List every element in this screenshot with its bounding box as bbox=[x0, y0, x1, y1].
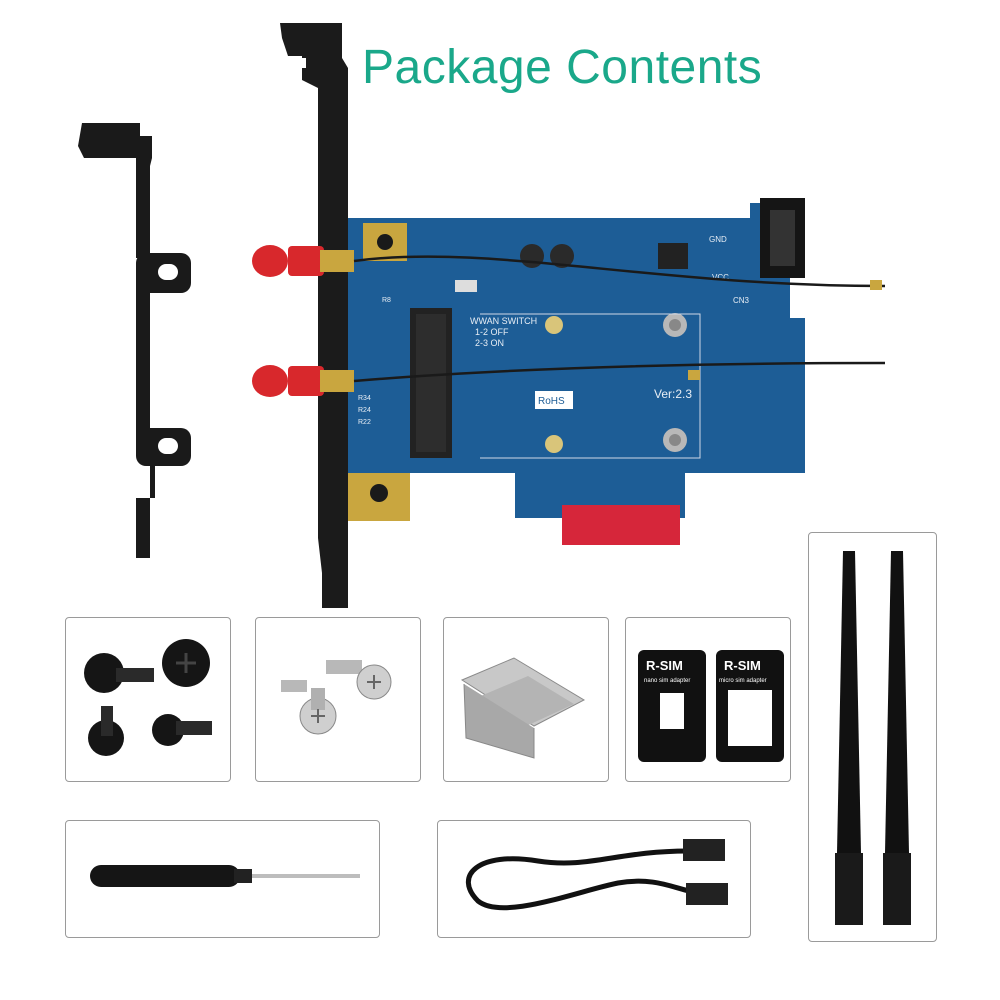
pcie-adapter-card: WWAN SWITCH 1-2 OFF 2-3 ON RoHS Ver:2.3 … bbox=[252, 23, 886, 608]
header-cable-panel bbox=[437, 820, 751, 938]
low-profile-bracket bbox=[78, 123, 191, 558]
connector-label: CN3 bbox=[733, 296, 750, 305]
sim-adapters-panel: R-SIM nano sim adapter R-SIM micro sim a… bbox=[625, 617, 791, 782]
sim-micro-brand: R-SIM bbox=[724, 658, 761, 673]
switch-line-1: 1-2 OFF bbox=[475, 327, 509, 337]
silver-screws-panel bbox=[255, 617, 421, 782]
rohs-label: RoHS bbox=[538, 396, 565, 407]
screwdriver-panel bbox=[65, 820, 380, 938]
sim-adapters-image: R-SIM nano sim adapter R-SIM micro sim a… bbox=[638, 650, 784, 762]
switch-title: WWAN SWITCH bbox=[470, 316, 537, 326]
page-title: Package Contents bbox=[362, 41, 763, 94]
half-size-bracket-image bbox=[460, 657, 586, 759]
antennas-image bbox=[835, 551, 911, 925]
black-screws-panel bbox=[65, 617, 231, 782]
version-label: Ver:2.3 bbox=[654, 387, 692, 401]
antennas-panel bbox=[808, 532, 937, 942]
silver-screws-image bbox=[281, 660, 392, 735]
ref-r34: R34 bbox=[358, 395, 371, 402]
pin-vcc-label: VCC bbox=[712, 273, 729, 282]
black-screws-image bbox=[84, 639, 212, 756]
switch-line-2: 2-3 ON bbox=[475, 338, 504, 348]
ref-r24: R24 bbox=[358, 407, 371, 414]
half-size-bracket-panel bbox=[443, 617, 609, 782]
ref-r22: R22 bbox=[358, 419, 371, 426]
header-cable-image bbox=[465, 839, 728, 911]
sim-micro-caption: micro sim adapter bbox=[719, 678, 767, 684]
sim-nano-brand: R-SIM bbox=[646, 658, 683, 673]
pin-gnd-label: GND bbox=[709, 235, 727, 244]
ref-r8: R8 bbox=[382, 297, 391, 304]
sim-nano-caption: nano sim adapter bbox=[644, 678, 690, 684]
screwdriver-image bbox=[90, 865, 360, 887]
